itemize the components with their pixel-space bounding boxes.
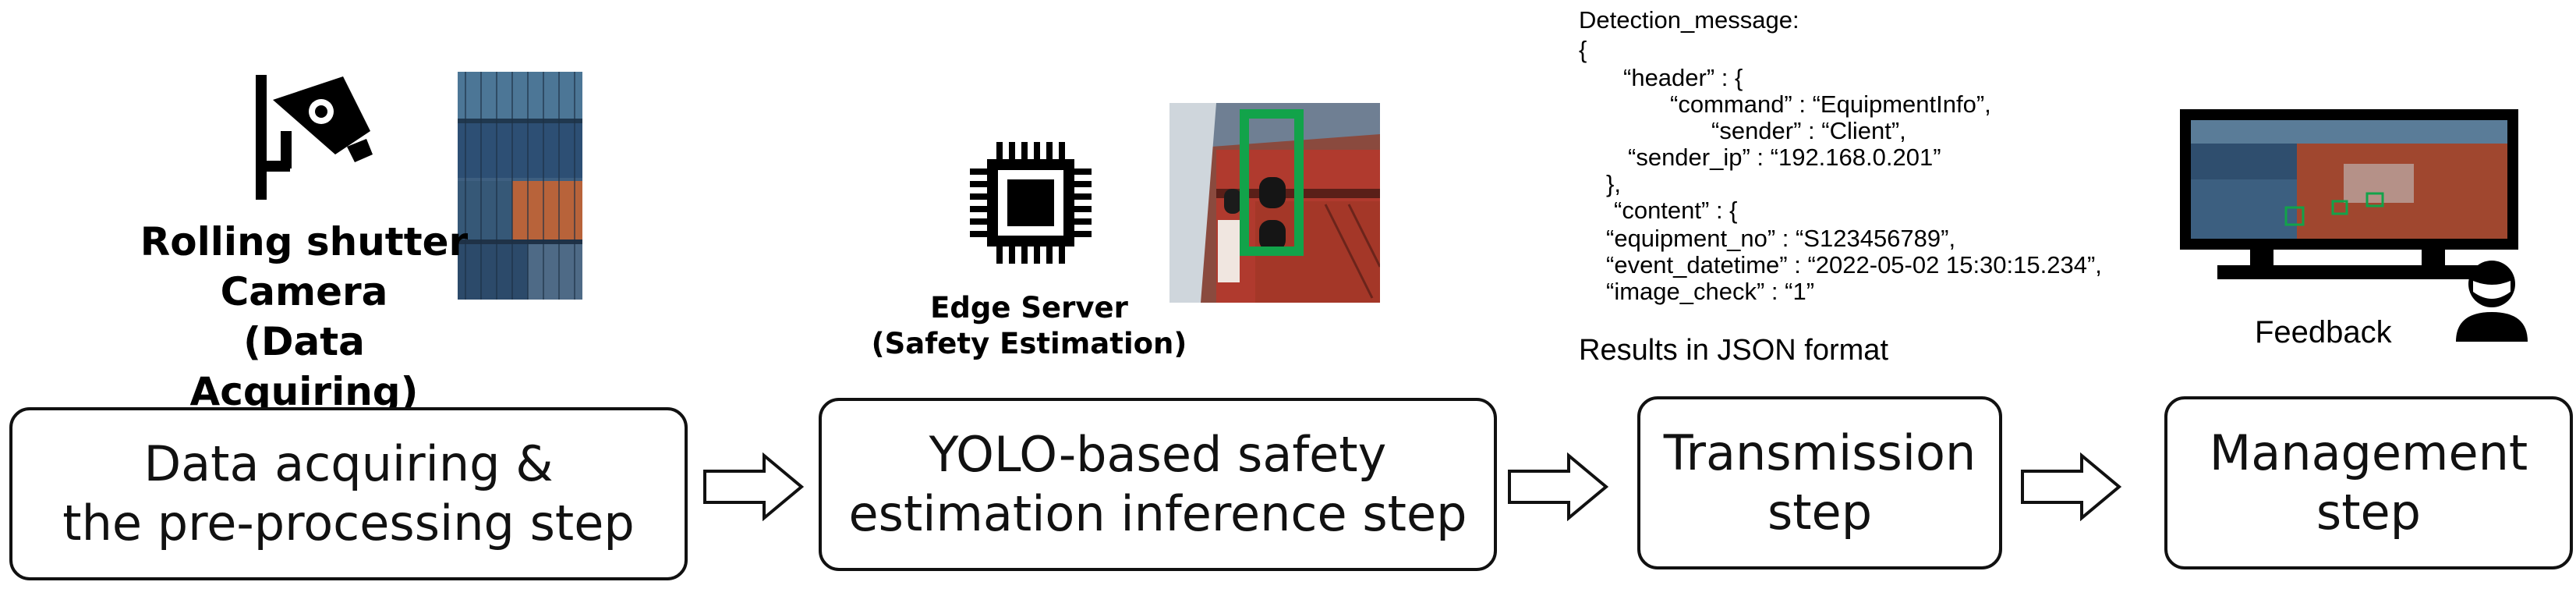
edge-label-line1: Edge Server bbox=[930, 291, 1128, 325]
step-data-acquiring: Data acquiring & the pre-processing step bbox=[9, 407, 688, 580]
cpu-chip-icon bbox=[970, 142, 1092, 264]
camera-label-line3: (Data Acquiring) bbox=[189, 319, 419, 414]
step-transmission-line1: Transmission bbox=[1663, 424, 1976, 481]
step-transmission: Transmission step bbox=[1637, 396, 2002, 569]
json-line: “image_check” : “1” bbox=[1606, 278, 1815, 305]
step-yolo-inference-line2: estimation inference step bbox=[848, 485, 1467, 542]
arrow-right-icon bbox=[2021, 452, 2122, 521]
step-data-acquiring-line1: Data acquiring & bbox=[143, 435, 554, 492]
step-management-line1: Management bbox=[2209, 424, 2528, 481]
json-line: “sender_ip” : “192.168.0.201” bbox=[1628, 144, 1941, 171]
step-data-acquiring-line2: the pre-processing step bbox=[62, 495, 635, 552]
edge-label-line2: (Safety Estimation) bbox=[871, 327, 1187, 360]
camera-label-line2: Camera bbox=[220, 269, 388, 314]
json-line: “equipment_no” : “S123456789”, bbox=[1606, 225, 1956, 252]
feedback-label: Feedback bbox=[2255, 315, 2392, 349]
arrow-right-icon bbox=[1508, 452, 1609, 521]
camera-label: Rolling shutter Camera (Data Acquiring) bbox=[125, 217, 483, 417]
json-line: “sender” : “Client”, bbox=[1711, 117, 1906, 144]
detection-photo bbox=[1169, 103, 1380, 303]
camera-label-line1: Rolling shutter bbox=[140, 219, 469, 264]
monitor-icon bbox=[2180, 109, 2518, 279]
step-yolo-inference: YOLO-based safety estimation inference s… bbox=[819, 398, 1497, 571]
json-line: “header” : { bbox=[1623, 64, 1743, 91]
step-transmission-line2: step bbox=[1767, 484, 1873, 541]
edge-label: Edge Server (Safety Estimation) bbox=[858, 290, 1201, 362]
json-line: “content” : { bbox=[1614, 197, 1738, 224]
step-yolo-inference-line1: YOLO-based safety bbox=[929, 426, 1387, 483]
cctv-camera-icon bbox=[256, 75, 373, 200]
json-line: }, bbox=[1606, 170, 1621, 197]
json-line: Detection_message: bbox=[1579, 6, 1799, 34]
arrow-right-icon bbox=[703, 452, 805, 521]
step-management-line2: step bbox=[2316, 484, 2422, 541]
json-line: “command” : “EquipmentInfo”, bbox=[1670, 90, 1991, 118]
json-line: { bbox=[1579, 36, 1587, 63]
json-line: “event_datetime” : “2022-05-02 15:30:15.… bbox=[1606, 251, 2102, 278]
user-icon bbox=[2456, 261, 2528, 342]
step-management: Management step bbox=[2164, 396, 2573, 569]
json-caption: Results in JSON format bbox=[1579, 334, 1888, 367]
container-photo bbox=[458, 72, 582, 300]
